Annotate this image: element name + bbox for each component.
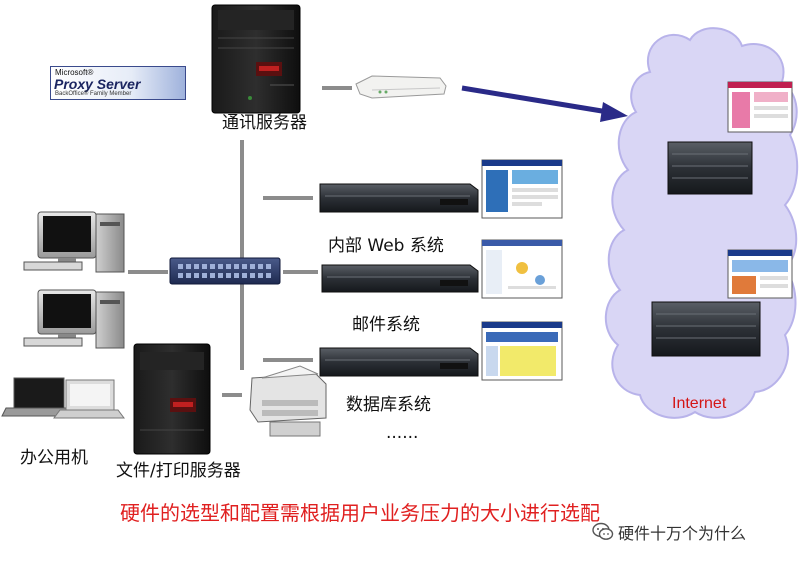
label-comm-server: 通讯服务器	[222, 113, 307, 133]
web-app-screenshot	[481, 159, 563, 219]
db-app-screenshot	[481, 321, 563, 381]
rack-server-db	[319, 347, 479, 377]
laser-printer	[249, 365, 327, 437]
label-db-system: 数据库系统	[346, 395, 431, 415]
diagram-caption: 硬件的选型和配置需根据用户业务压力的大小进行选配	[120, 501, 600, 525]
watermark-text: 硬件十万个为什么	[618, 524, 747, 543]
connection-lines	[128, 86, 352, 397]
mail-app-screenshot	[481, 239, 563, 299]
rack-server-web	[319, 183, 479, 213]
label-internet: Internet	[672, 395, 727, 412]
router-device	[355, 75, 447, 99]
internet-server-top	[667, 141, 753, 195]
desktop-pc-2	[23, 289, 125, 349]
network-switch	[169, 257, 281, 285]
label-mail-system: 邮件系统	[352, 315, 420, 335]
label-office-pcs: 办公用机	[20, 448, 88, 468]
label-ellipsis: ......	[386, 423, 419, 443]
label-web-system: 内部 Web 系统	[328, 236, 444, 256]
wechat-icon	[592, 522, 614, 540]
logo-family: BackOffice® Family Member	[55, 91, 132, 97]
internet-server-bottom	[651, 301, 761, 357]
logo-brand: Microsoft®	[55, 68, 94, 77]
label-file-print-server: 文件/打印服务器	[116, 461, 241, 481]
wechat-watermark: 硬件十万个为什么	[592, 521, 746, 543]
internet-web-thumbnail-top	[727, 81, 793, 133]
rack-server-mail	[321, 264, 479, 293]
laptop-2	[53, 379, 125, 419]
internet-web-thumbnail-bottom	[727, 249, 793, 299]
laptop-1	[1, 377, 77, 417]
microsoft-proxy-server-logo: Microsoft® Proxy Server BackOffice® Fami…	[50, 66, 186, 100]
desktop-pc-1	[23, 211, 125, 273]
file-print-server-tower	[133, 343, 211, 455]
uplink-arrow	[461, 85, 628, 122]
logo-product: Proxy Server	[54, 76, 141, 92]
comm-server-tower	[211, 4, 301, 114]
